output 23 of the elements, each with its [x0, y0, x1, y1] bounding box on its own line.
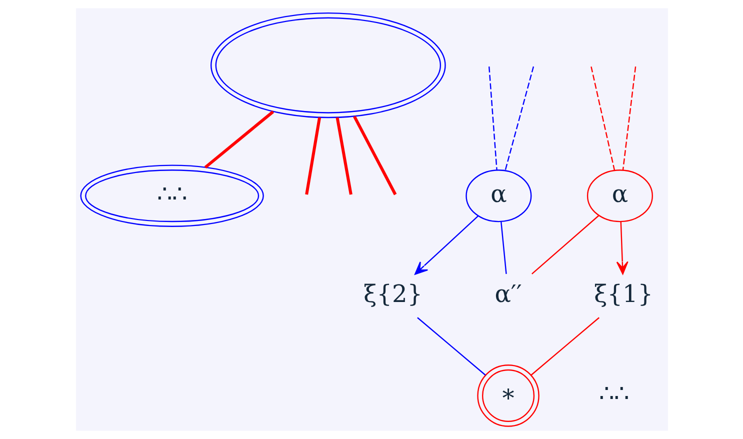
- node-text: α′′: [494, 280, 522, 308]
- connector: [335, 117, 352, 195]
- connector: [352, 116, 396, 196]
- connector: [622, 66, 636, 170]
- connector: [488, 66, 497, 170]
- connector: [531, 214, 599, 274]
- node-circle: ∗: [476, 364, 539, 427]
- node-label: ∴∴: [598, 380, 628, 408]
- node-ellipse: [210, 12, 446, 118]
- connector: [416, 317, 486, 376]
- arrow: [414, 215, 478, 275]
- connector: [530, 317, 599, 376]
- connector: [204, 110, 274, 169]
- node-ellipse: α: [465, 170, 532, 222]
- node-text: ξ{2}: [363, 280, 422, 308]
- connector: [500, 222, 506, 274]
- node-ellipse: ∴∴: [80, 164, 264, 227]
- connector: [504, 66, 534, 171]
- node-text: ξ{1}: [594, 280, 653, 308]
- node-ellipse: α: [586, 170, 652, 222]
- connector: [304, 117, 321, 195]
- connector: [590, 66, 615, 171]
- arrow: [616, 222, 628, 274]
